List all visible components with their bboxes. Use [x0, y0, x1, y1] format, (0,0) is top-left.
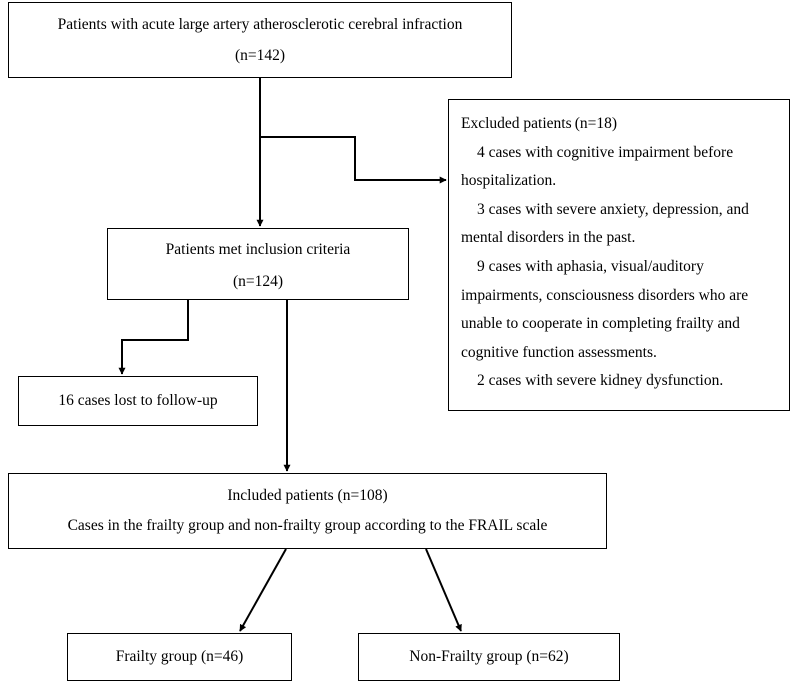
inclusion-title: Patients met inclusion criteria: [165, 241, 351, 258]
connector-included-to-frailty: [239, 548, 287, 632]
lost-followup-box: 16 cases lost to follow-up: [18, 376, 258, 426]
population-title: Patients with acute large artery atheros…: [57, 16, 463, 33]
excluded-title: Excluded patients (n=18): [461, 115, 618, 132]
connector-population-to-excluded: [260, 136, 447, 184]
frailty-group-box: Frailty group (n=46): [67, 633, 292, 681]
excluded-item: 2 cases with severe kidney dysfunction.: [477, 372, 724, 390]
excluded-item: 9 cases with aphasia, visual/auditory im…: [461, 257, 749, 361]
excluded-item: 4 cases with cognitive impairment before…: [461, 143, 734, 190]
included-title: Included patients (n=108): [227, 487, 388, 504]
nonfrailty-group-label: Non-Frailty group (n=62): [409, 648, 569, 665]
nonfrailty-group-box: Non-Frailty group (n=62): [358, 633, 620, 681]
excluded-item: 3 cases with severe anxiety, depression,…: [461, 200, 749, 247]
connector-included-to-nonfrailty: [425, 548, 462, 632]
inclusion-box: Patients met inclusion criteria (n=124): [107, 228, 409, 300]
connector-inclusion-to-lost: [118, 300, 189, 375]
population-count: (n=142): [234, 47, 286, 64]
included-subtitle: Cases in the frailty group and non-frail…: [67, 517, 548, 534]
excluded-box: Excluded patients (n=18) 4 cases with co…: [448, 99, 790, 411]
lost-followup-label: 16 cases lost to follow-up: [58, 392, 218, 409]
inclusion-count: (n=124): [232, 273, 284, 290]
included-box: Included patients (n=108) Cases in the f…: [8, 473, 607, 549]
population-box: Patients with acute large artery atheros…: [8, 2, 512, 78]
frailty-group-label: Frailty group (n=46): [115, 648, 244, 665]
